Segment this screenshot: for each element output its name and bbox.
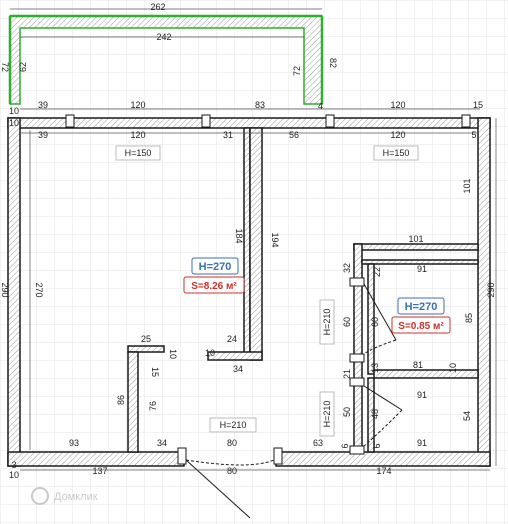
dim-wc-6a: 6 — [340, 443, 350, 448]
dim-balcony-bottom-right: 4 — [318, 101, 323, 111]
dim-balcony-left-inner: 62 — [18, 62, 28, 72]
dim-wc-48: 48 — [370, 409, 380, 419]
dim-wc-50: 50 — [342, 407, 352, 417]
dim-bottom-63: 63 — [313, 438, 323, 448]
dim-balcony-top-inner: 242 — [156, 32, 171, 42]
dim-step-10: 10 — [168, 349, 178, 359]
dim-bath-60b: 60 — [370, 317, 380, 327]
svg-text:H=150: H=150 — [125, 148, 152, 158]
svg-text:S=0.85 м²: S=0.85 м² — [398, 321, 444, 332]
dim-top-b5: 120 — [390, 130, 405, 140]
svg-text:H=210: H=210 — [322, 401, 332, 428]
dim-bottom-174: 174 — [376, 466, 391, 476]
dim-bath-91a: 91 — [417, 264, 427, 274]
dim-top-a1: 39 — [38, 100, 48, 110]
dim-top-a3: 83 — [255, 100, 265, 110]
dim-wc-91c: 91 — [417, 438, 427, 448]
outer-walls — [7, 117, 491, 467]
dim-bath-85: 85 — [464, 313, 474, 323]
dim-wall-24: 24 — [227, 334, 237, 344]
dim-left-outer-height: 290 — [0, 282, 10, 297]
dim-right-outer-height: 290 — [486, 282, 496, 297]
dim-top-b4: 56 — [289, 130, 299, 140]
tag-bath-door-height: H=210 — [319, 299, 335, 345]
tag-wc-door-height: H=210 — [319, 391, 335, 437]
dim-bottom-137: 137 — [92, 466, 107, 476]
svg-text:H=210: H=210 — [322, 309, 332, 336]
dim-inner-194: 194 — [270, 232, 280, 247]
svg-text:H=150: H=150 — [383, 148, 410, 158]
dim-wall-34: 34 — [233, 364, 243, 374]
bath-door — [349, 277, 397, 363]
dim-top-b3: 31 — [223, 130, 233, 140]
dim-wc-54: 54 — [462, 411, 472, 421]
svg-text:S=8.26 м²: S=8.26 м² — [191, 281, 237, 292]
balcony — [8, 14, 324, 105]
svg-text:Домклик: Домклик — [54, 491, 98, 503]
tag-main-door-height: H=210 — [209, 417, 257, 433]
dim-left-86: 86 — [116, 395, 126, 405]
dim-bottom-80b: 80 — [227, 466, 237, 476]
dim-bottom-80a: 80 — [227, 438, 237, 448]
dim-bath-81: 81 — [413, 360, 423, 370]
dim-balcony-bottom-left: 10 — [9, 106, 19, 116]
dim-balcony-right-outer: 82 — [328, 58, 338, 68]
dim-top-a2: 120 — [130, 100, 145, 110]
svg-text:H=270: H=270 — [405, 301, 438, 313]
dim-bottom-3: 3 — [11, 460, 16, 470]
dim-bath-22: 22 — [372, 267, 382, 277]
dim-step-25: 25 — [141, 334, 151, 344]
dim-left-76: 76 — [148, 401, 158, 411]
dim-step-15: 15 — [150, 367, 160, 377]
dimension-lines — [10, 8, 497, 471]
watermark: Домклик — [31, 487, 98, 505]
room-label-main: H=270 S=8.26 м² — [183, 257, 245, 294]
dim-wall-10a: 10 — [205, 348, 215, 358]
wc-door — [349, 377, 403, 455]
tag-room2-height: H=150 — [373, 145, 419, 161]
dim-bath-10b: 10 — [448, 363, 458, 373]
dim-balcony-left-outer: 72 — [0, 62, 10, 72]
dim-bath-60a: 60 — [342, 317, 352, 327]
dim-bath-21: 21 — [342, 369, 352, 379]
tag-room1-height: H=150 — [115, 145, 161, 161]
dim-top-b6: 5 — [471, 130, 476, 140]
dim-bath-13: 13 — [370, 363, 380, 373]
dim-top-b2: 120 — [130, 130, 145, 140]
dim-top-a5: 15 — [473, 100, 483, 110]
dim-balcony-right-inner: 72 — [292, 66, 302, 76]
dim-inner-184: 184 — [234, 228, 244, 243]
svg-text:H=270: H=270 — [199, 261, 232, 273]
dim-balcony-top-outer: 262 — [150, 2, 165, 12]
dim-wc-6b: 6 — [372, 443, 382, 448]
dim-left-room-height: 270 — [34, 282, 44, 297]
dim-right-101v: 101 — [462, 178, 472, 193]
windows — [65, 114, 471, 128]
svg-text:H=210: H=210 — [220, 420, 247, 430]
dim-right-101h: 101 — [408, 234, 423, 244]
dim-bottom-34: 34 — [157, 438, 167, 448]
dim-bath-32: 32 — [342, 263, 352, 273]
room-label-bath: H=270 S=0.85 м² — [391, 297, 451, 334]
dim-bottom-93: 93 — [69, 438, 79, 448]
dim-top-a4: 120 — [390, 100, 405, 110]
dim-corner-10-top: 10 — [9, 118, 19, 128]
dim-wc-91b: 91 — [417, 390, 427, 400]
dim-top-b1: 39 — [38, 130, 48, 140]
interior-walls — [127, 127, 479, 453]
dim-bottom-10: 10 — [9, 470, 19, 480]
